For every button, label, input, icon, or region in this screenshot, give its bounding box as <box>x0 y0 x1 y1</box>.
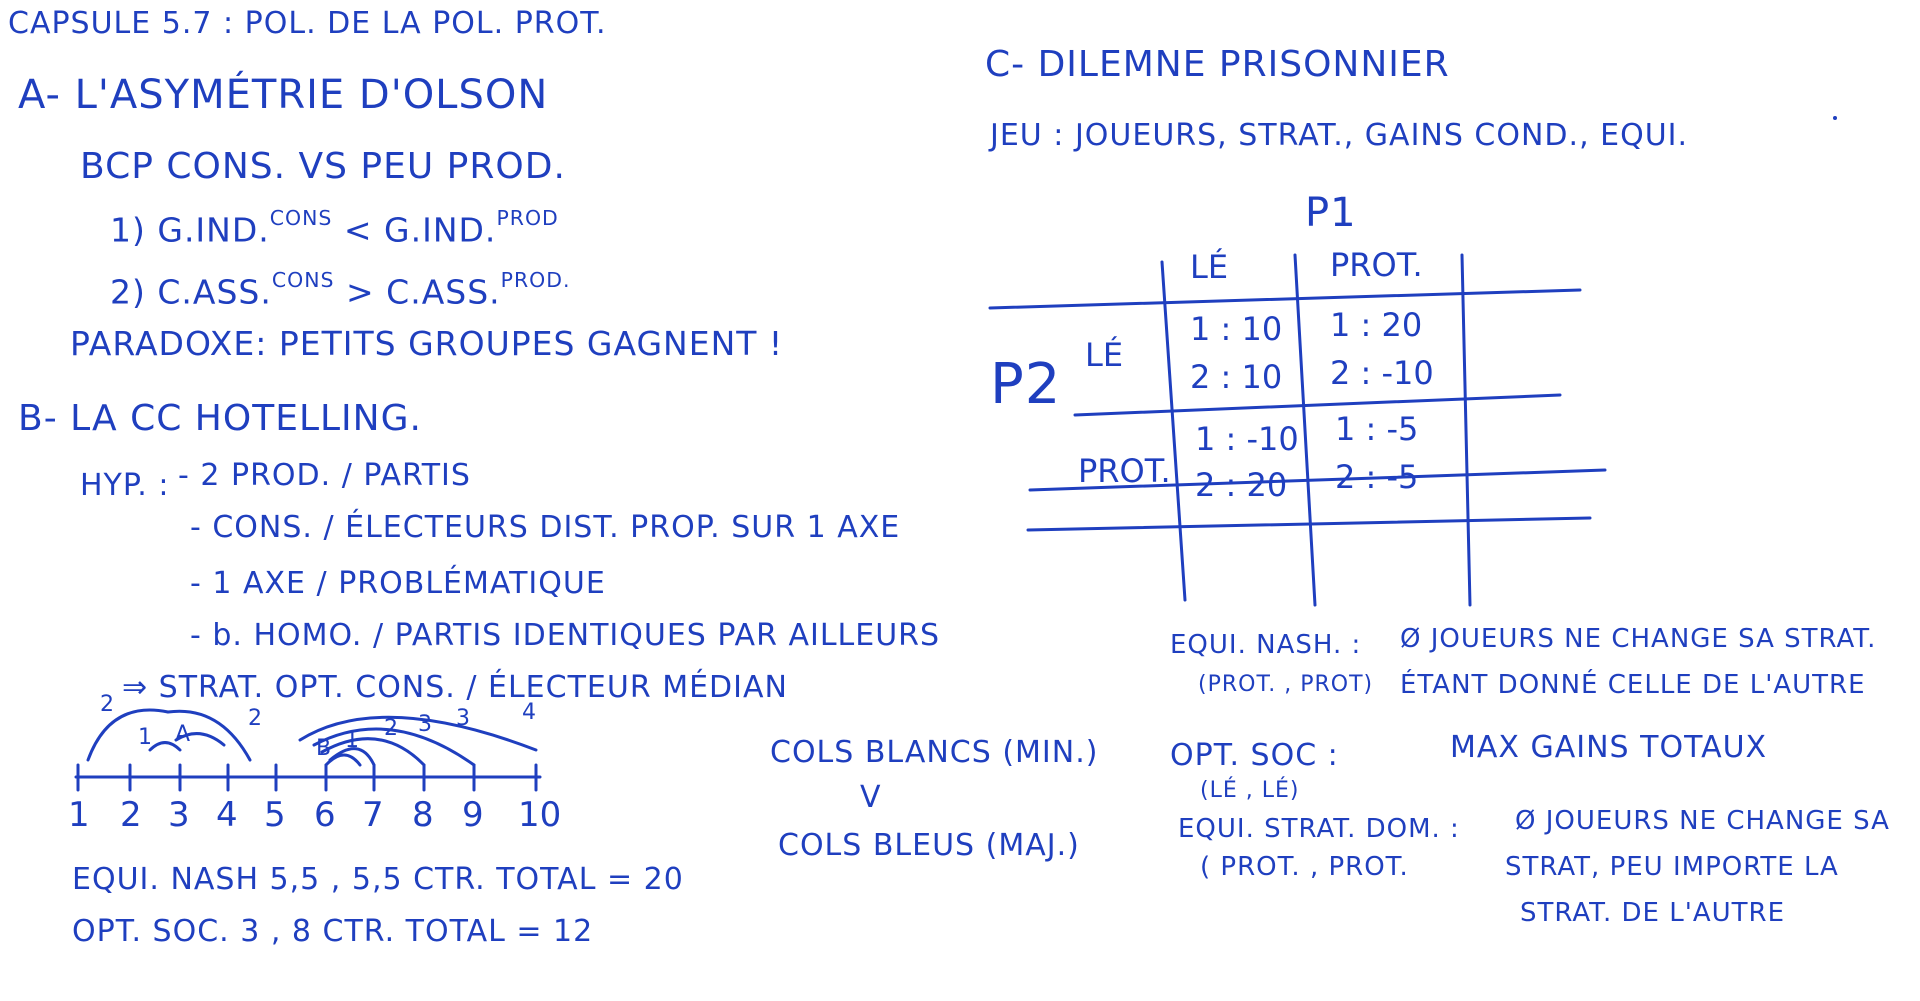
payoff-cell: 1 : 10 <box>1190 310 1283 348</box>
section-b-heading: B- LA CC HOTELLING. <box>18 398 422 439</box>
term: G.IND. <box>384 210 497 250</box>
superscript: CONS <box>269 206 333 230</box>
superscript: PROD. <box>500 268 571 292</box>
axis-tick-label: 3 <box>168 795 190 835</box>
axis-tick-label: 8 <box>412 795 434 835</box>
row-header: LÉ <box>1085 336 1124 374</box>
col-header: PROT. <box>1330 246 1423 284</box>
opt-desc: MAX GAINS TOTAUX <box>1450 730 1768 765</box>
hyp-label: HYP. : <box>80 468 170 503</box>
arc-label: 3 <box>418 712 433 737</box>
marker-a: A <box>175 722 192 747</box>
axis-tick-label: 4 <box>216 795 238 835</box>
stray-dot <box>1833 116 1837 120</box>
arc-label: 1 <box>345 728 360 753</box>
arc-label: 3 <box>456 706 471 731</box>
opt-label: OPT. SOC : <box>1170 738 1339 773</box>
axis-tick-label: 7 <box>362 795 384 835</box>
grid-line-v <box>1293 253 1317 607</box>
arc-label: 2 <box>384 716 399 741</box>
payoff-cell: 2 : -5 <box>1335 458 1419 496</box>
item-number: 1) <box>110 210 146 250</box>
section-a-heading: A- L'ASYMÉTRIE D'OLSON <box>18 72 549 118</box>
grid-line-h <box>1028 468 1607 492</box>
grid-line-v <box>1160 260 1187 602</box>
payoff-cell: 1 : 20 <box>1330 306 1423 344</box>
game-definition: JEU : JOUEURS, STRAT., GAINS COND., EQUI… <box>990 118 1689 153</box>
operator: > <box>346 272 375 312</box>
dom-desc: STRAT, PEU IMPORTE LA <box>1505 852 1839 882</box>
vs-mark: V <box>860 780 882 815</box>
cols-bleus: COLS BLEUS (MAJ.) <box>778 828 1080 863</box>
superscript: CONS <box>271 268 335 292</box>
arc <box>86 708 170 762</box>
number-line-ticks <box>76 763 538 792</box>
hyp-item: - CONS. / ÉLECTEURS DIST. PROP. SUR 1 AX… <box>190 510 901 545</box>
arc-label: 4 <box>522 700 537 725</box>
arc <box>320 737 426 767</box>
nash-sub: (PROT. , PROT) <box>1198 672 1374 697</box>
payoff-cell: 2 : 20 <box>1195 466 1288 504</box>
section-a-line1: BCP CONS. VS PEU PROD. <box>80 146 566 187</box>
col-header: LÉ <box>1190 248 1229 286</box>
axis-tick-label: 6 <box>314 795 336 835</box>
conclusion-line: ⇒ STRAT. OPT. CONS. / ÉLECTEUR MÉDIAN <box>122 670 788 705</box>
hyp-item: - 2 PROD. / PARTIS <box>178 458 471 493</box>
marker-b: B <box>316 736 333 761</box>
payoff-cell: 1 : -5 <box>1335 410 1419 448</box>
arc <box>166 709 252 762</box>
opt-result: OPT. SOC. 3 , 8 CTR. TOTAL = 12 <box>72 914 594 949</box>
payoff-cell: 2 : 10 <box>1190 358 1283 396</box>
axis-tick-label: 9 <box>462 795 484 835</box>
arc-label: 1 <box>138 725 153 750</box>
dom-desc: STRAT. DE L'AUTRE <box>1520 898 1786 928</box>
opt-sub: (LÉ , LÉ) <box>1200 778 1300 803</box>
arc <box>148 741 182 752</box>
term: C.ASS. <box>157 272 272 312</box>
section-a-item2: 2) C.ASS.CONS > C.ASS.PROD. <box>110 268 571 311</box>
term: C.ASS. <box>386 272 501 312</box>
dom-desc: Ø JOUEURS NE CHANGE SA <box>1515 806 1890 836</box>
nash-desc: ÉTANT DONNÉ CELLE DE L'AUTRE <box>1400 670 1866 700</box>
axis-tick-label: 1 <box>68 795 90 835</box>
arc-label: 2 <box>248 706 263 731</box>
grid-line-h <box>988 288 1582 310</box>
conclusion-prefix: 2 <box>100 692 115 717</box>
arc <box>312 727 476 767</box>
superscript: PROD <box>496 206 559 230</box>
item-number: 2) <box>110 272 146 312</box>
arc <box>324 753 362 767</box>
row-header: PROT. <box>1078 452 1171 490</box>
section-a-item1: 1) G.IND.CONS < G.IND.PROD <box>110 206 559 249</box>
hyp-item: - 1 AXE / PROBLÉMATIQUE <box>190 566 606 601</box>
axis-tick-label: 10 <box>518 795 562 835</box>
hyp-item: - b. HOMO. / PARTIS IDENTIQUES PAR AILLE… <box>190 618 941 653</box>
page-title: CAPSULE 5.7 : POL. DE LA POL. PROT. <box>8 6 607 41</box>
player-2-label: P2 <box>990 352 1062 417</box>
grid-line-h <box>1073 393 1562 417</box>
operator: < <box>343 210 373 250</box>
arc <box>298 715 538 752</box>
grid-line-v <box>1460 253 1472 607</box>
arc <box>174 732 226 747</box>
payoff-cell: 2 : -10 <box>1330 354 1434 392</box>
player-1-label: P1 <box>1305 190 1357 236</box>
payoff-cell: 1 : -10 <box>1195 420 1299 458</box>
nash-label: EQUI. NASH. : <box>1170 630 1362 660</box>
axis-tick-label: 5 <box>264 795 286 835</box>
section-c-heading: C- DILEMNE PRISONNIER <box>985 44 1450 85</box>
nash-desc: Ø JOUEURS NE CHANGE SA STRAT. <box>1400 624 1877 654</box>
nash-result: EQUI. NASH 5,5 , 5,5 CTR. TOTAL = 20 <box>72 862 684 897</box>
cols-blancs: COLS BLANCS (MIN.) <box>770 735 1099 770</box>
dom-label: EQUI. STRAT. DOM. : <box>1178 814 1460 844</box>
term: G.IND. <box>157 210 270 250</box>
paradox-line: PARADOXE: PETITS GROUPES GAGNENT ! <box>70 324 784 363</box>
axis-tick-label: 2 <box>120 795 142 835</box>
dom-sub: ( PROT. , PROT. <box>1200 852 1409 882</box>
